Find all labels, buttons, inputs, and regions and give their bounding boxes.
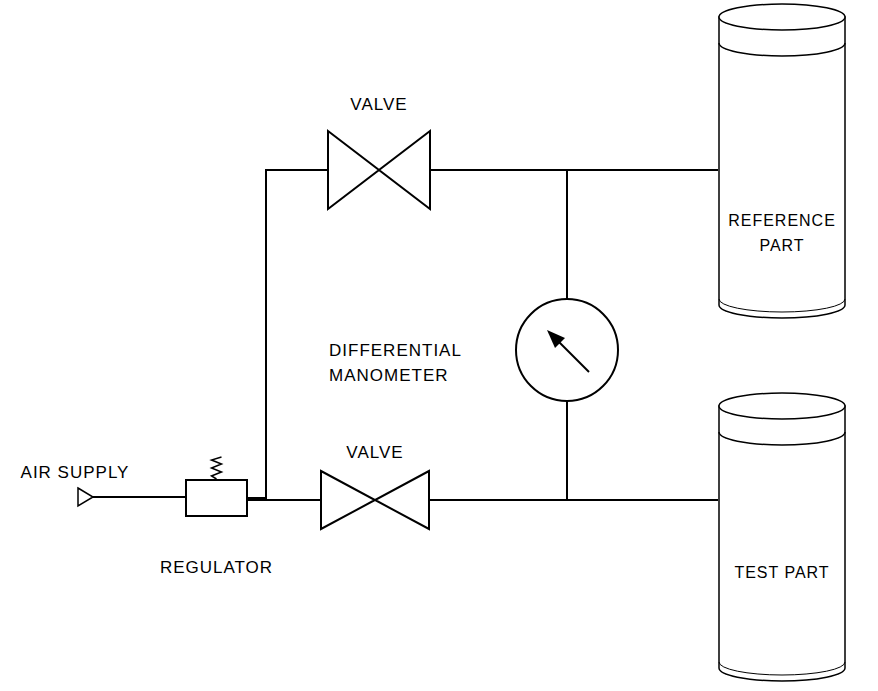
reference-part: REFERENCE PART [718, 3, 846, 321]
cylinder-base-rim [719, 299, 845, 312]
cylinder-band [719, 432, 845, 445]
gauge-dial [516, 299, 618, 401]
test-part-outline [718, 392, 846, 684]
cylinder-body [719, 17, 845, 318]
valve-symbol-outline [320, 470, 430, 530]
part-label: AIR SUPPLY [21, 460, 130, 485]
air-supply-symbol: AIR SUPPLY [78, 488, 93, 506]
regulator-symbol-outline [185, 479, 248, 517]
gauge-needle [557, 340, 589, 372]
valve-bowtie [328, 131, 430, 209]
air-line [248, 499, 320, 501]
valve-symbol: VALVE [327, 130, 431, 210]
air-supply-symbol-outline [78, 488, 93, 506]
cylinder-top [719, 393, 845, 419]
air-line [93, 496, 185, 498]
air-line [431, 170, 567, 298]
reference-part-outline [718, 3, 846, 321]
manometer-gauge: DIFFERENTIAL MANOMETER [515, 298, 619, 402]
valve-symbol: VALVE [320, 470, 430, 530]
part-label: REGULATOR [160, 555, 273, 580]
cylinder-body [719, 406, 845, 681]
spring-symbol [212, 457, 222, 479]
part-label: REFERENCE PART [722, 208, 842, 258]
valve-bowtie [321, 471, 429, 529]
air-line [430, 402, 567, 500]
supply-triangle [78, 488, 93, 506]
part-label: VALVE [346, 440, 403, 465]
valve-symbol-outline [327, 130, 431, 210]
test-part: TEST PART [718, 392, 846, 684]
cylinder-base-rim [719, 662, 845, 675]
needle-head [547, 330, 565, 348]
part-label: TEST PART [722, 560, 842, 585]
cylinder-top [719, 4, 845, 30]
air-line [248, 170, 327, 498]
part-label: DIFFERENTIAL MANOMETER [329, 338, 499, 388]
part-label: VALVE [350, 92, 407, 117]
regulator-symbol: REGULATOR [185, 479, 248, 517]
cylinder-band [719, 43, 845, 56]
regulator-body [186, 480, 247, 516]
manometer-gauge-outline [515, 298, 619, 402]
